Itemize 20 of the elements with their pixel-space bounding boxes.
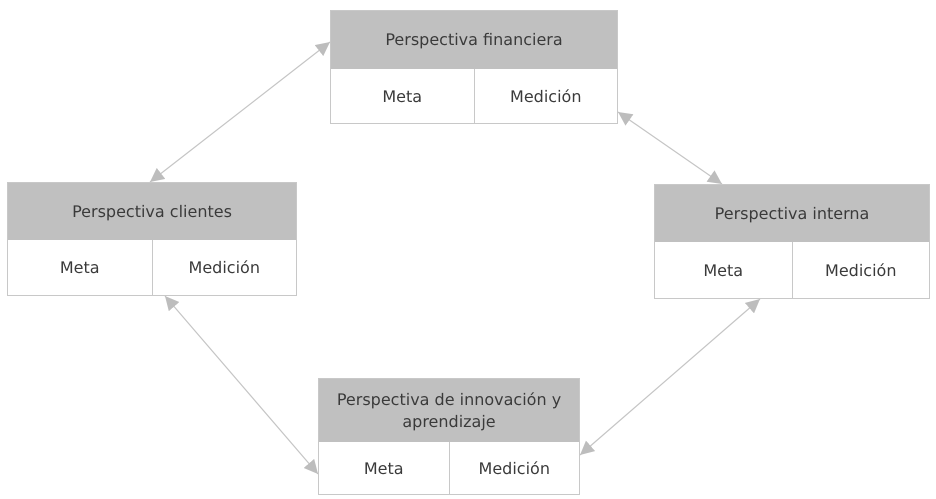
table-cell-text: Meta	[362, 458, 405, 480]
table-header: Perspectiva interna	[655, 185, 929, 242]
perspective-table	[7, 182, 297, 296]
double-arrow	[164, 296, 318, 474]
table-cell: Medición	[152, 240, 296, 295]
perspective-table	[654, 184, 930, 299]
table-cell-text: Meta	[381, 86, 424, 108]
table-cell: Medición	[448, 442, 579, 494]
perspective-table	[330, 10, 618, 124]
table-cell-text: Meta	[58, 257, 101, 279]
double-arrow	[618, 112, 722, 184]
table-cell: Medición	[792, 242, 929, 298]
table-cell: Medición	[474, 69, 617, 123]
table-header: Perspectiva clientes	[8, 183, 296, 240]
table-cell-text: Meta	[702, 260, 744, 282]
double-arrow	[580, 298, 760, 456]
table-header: Perspectiva de innovación y aprendizaje	[319, 379, 579, 442]
double-arrow	[150, 42, 330, 182]
table-header: Perspectiva financiera	[331, 11, 617, 69]
perspective-table	[318, 378, 580, 495]
